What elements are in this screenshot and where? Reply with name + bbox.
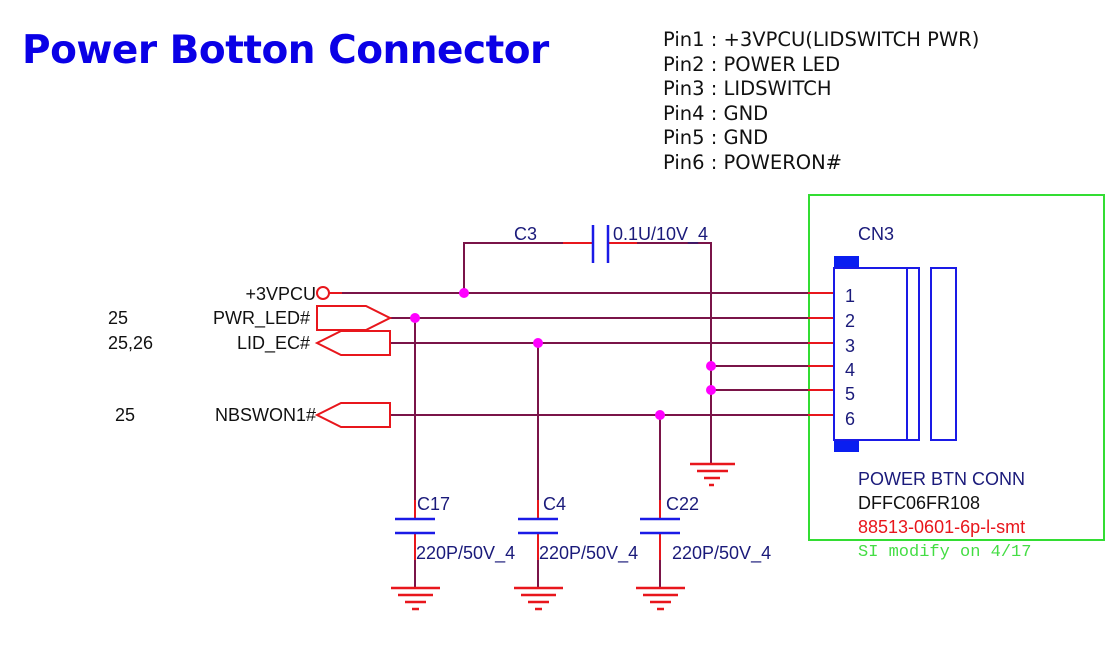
c17-value: 220P/50V_4 bbox=[416, 543, 515, 564]
junction-dot bbox=[459, 288, 469, 298]
offpage-input-port-icon[interactable] bbox=[314, 402, 391, 428]
connector-alt-part: 88513-0601-6p-l-smt bbox=[858, 517, 1025, 537]
connector-description: POWER BTN CONN bbox=[858, 469, 1025, 489]
pin-number: 5 bbox=[845, 384, 855, 404]
pin-note: Pin2 : POWER LED bbox=[663, 52, 841, 76]
pin-note: Pin6 : POWERON# bbox=[663, 150, 843, 174]
connector-part-number: DFFC06FR108 bbox=[858, 493, 980, 513]
connector-body bbox=[833, 267, 908, 441]
page-ref-nbswon: 25 bbox=[115, 405, 135, 425]
c22-value: 220P/50V_4 bbox=[672, 543, 771, 564]
net-label-power: +3VPCU bbox=[245, 284, 316, 304]
connector-ref: CN3 bbox=[858, 224, 894, 244]
net-label-lid-ec: LID_EC# bbox=[237, 333, 310, 354]
offpage-input-port-icon[interactable] bbox=[314, 330, 391, 356]
connector-side-bar bbox=[906, 267, 920, 441]
ground-icon bbox=[690, 462, 735, 487]
wire-c3-left bbox=[463, 242, 563, 293]
capacitor-c4-icon[interactable] bbox=[518, 517, 558, 535]
junctions bbox=[410, 288, 716, 420]
pin-note: Pin4 : GND bbox=[663, 101, 769, 125]
capacitor-c17-icon[interactable] bbox=[395, 517, 435, 535]
pin-number: 1 bbox=[845, 286, 855, 306]
c3-ref: C3 bbox=[514, 224, 537, 244]
junction-dot bbox=[410, 313, 420, 323]
pin-number: 3 bbox=[845, 336, 855, 356]
capacitor-c22-icon[interactable] bbox=[640, 517, 680, 535]
capacitor-c3-icon[interactable] bbox=[591, 225, 610, 263]
offpage-output-port-icon[interactable] bbox=[316, 305, 393, 331]
pin-note: Pin5 : GND bbox=[663, 126, 769, 150]
junction-dot bbox=[533, 338, 543, 348]
connector-mount-tab-bottom bbox=[834, 440, 859, 452]
net-label-pwr-led: PWR_LED# bbox=[213, 308, 310, 329]
page-ref-lid-ec: 25,26 bbox=[108, 333, 153, 353]
ground-icon bbox=[514, 586, 563, 611]
c22-ref: C22 bbox=[666, 494, 699, 514]
page-ref-pwr-led: 25 bbox=[108, 308, 128, 328]
pin-note: Pin3 : LIDSWITCH bbox=[663, 77, 832, 101]
c4-value: 220P/50V_4 bbox=[539, 543, 638, 564]
connector-pin-stubs bbox=[414, 242, 834, 560]
power-port-icon[interactable] bbox=[316, 286, 330, 300]
c17-ref: C17 bbox=[417, 494, 450, 514]
ground-icon bbox=[391, 586, 440, 611]
connector-pin-numbers: 1 2 3 4 5 6 bbox=[845, 286, 855, 429]
connector-mount-tab-top bbox=[834, 256, 859, 268]
connector-side-bar bbox=[930, 267, 957, 441]
pin-number: 4 bbox=[845, 360, 855, 380]
pin-number: 2 bbox=[845, 311, 855, 331]
ground-icon bbox=[636, 586, 685, 611]
pin-number: 6 bbox=[845, 409, 855, 429]
pin-note: Pin1 : +3VPCU(LIDSWITCH PWR) bbox=[663, 28, 980, 51]
wires bbox=[330, 242, 808, 588]
junction-dot bbox=[706, 385, 716, 395]
connector-highlight-box bbox=[808, 194, 1105, 541]
connector-note: SI modify on 4/17 bbox=[858, 543, 1031, 562]
page-title: Power Botton Connector bbox=[22, 28, 549, 73]
net-label-nbswon: NBSWON1# bbox=[215, 405, 316, 425]
c4-ref: C4 bbox=[543, 494, 566, 514]
connector-cn3[interactable] bbox=[833, 256, 957, 452]
junction-dot bbox=[706, 361, 716, 371]
pin-description-list: Pin1 : +3VPCU(LIDSWITCH PWR) Pin2 : POWE… bbox=[663, 28, 979, 176]
c3-value: 0.1U/10V_4 bbox=[613, 224, 708, 245]
junction-dot bbox=[655, 410, 665, 420]
